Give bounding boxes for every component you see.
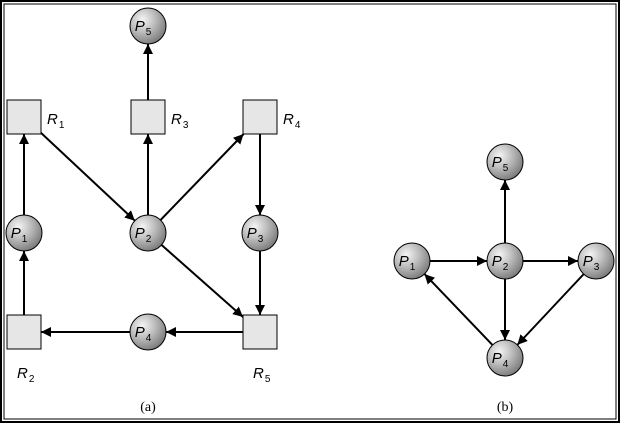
process-node-p2: P2 bbox=[129, 214, 167, 252]
a-edge-r1-to-p2 bbox=[40, 132, 136, 222]
process-label: P1 bbox=[11, 225, 28, 245]
b-edge-p3-to-p4 bbox=[516, 273, 585, 346]
process-node-p4: P4 bbox=[486, 339, 524, 377]
resource-node-r4: R4 bbox=[242, 99, 301, 135]
process-node-p5: P5 bbox=[486, 143, 524, 181]
process-node-p3: P3 bbox=[577, 242, 615, 280]
resource-node-r2: R2 bbox=[6, 314, 42, 385]
caption-a: (a) bbox=[140, 400, 156, 415]
a-edge-p2-to-r5 bbox=[160, 244, 244, 318]
process-label: P3 bbox=[583, 253, 600, 273]
resource-node-r5: R5 bbox=[242, 314, 278, 385]
process-label: P3 bbox=[247, 225, 264, 245]
process-node-p3: P3 bbox=[241, 214, 279, 252]
resource-label: R4 bbox=[283, 111, 301, 131]
b-edge-p4-to-p1 bbox=[423, 273, 494, 346]
resource-label: R3 bbox=[171, 111, 189, 131]
resource-label: R1 bbox=[47, 111, 65, 131]
resource-node-r1: R1 bbox=[6, 99, 65, 135]
resource-label: R5 bbox=[253, 365, 271, 385]
process-node-p4: P4 bbox=[129, 313, 167, 351]
process-label: P1 bbox=[399, 253, 416, 273]
a-edge-p2-to-r4 bbox=[159, 133, 245, 221]
process-node-p1: P1 bbox=[393, 242, 431, 280]
process-label: P4 bbox=[492, 350, 509, 370]
process-node-p2: P2 bbox=[486, 242, 524, 280]
process-label: P2 bbox=[492, 253, 509, 273]
process-node-p5: P5 bbox=[129, 7, 167, 45]
process-node-p1: P1 bbox=[5, 214, 43, 252]
resource-node-r3: R3 bbox=[130, 99, 189, 135]
resource-label: R2 bbox=[17, 365, 35, 385]
process-label: P4 bbox=[135, 324, 152, 344]
process-label: P5 bbox=[135, 18, 152, 38]
caption-b: (b) bbox=[497, 400, 514, 415]
inner-frame bbox=[3, 3, 617, 420]
process-label: P5 bbox=[492, 154, 509, 174]
process-label: P2 bbox=[135, 225, 152, 245]
